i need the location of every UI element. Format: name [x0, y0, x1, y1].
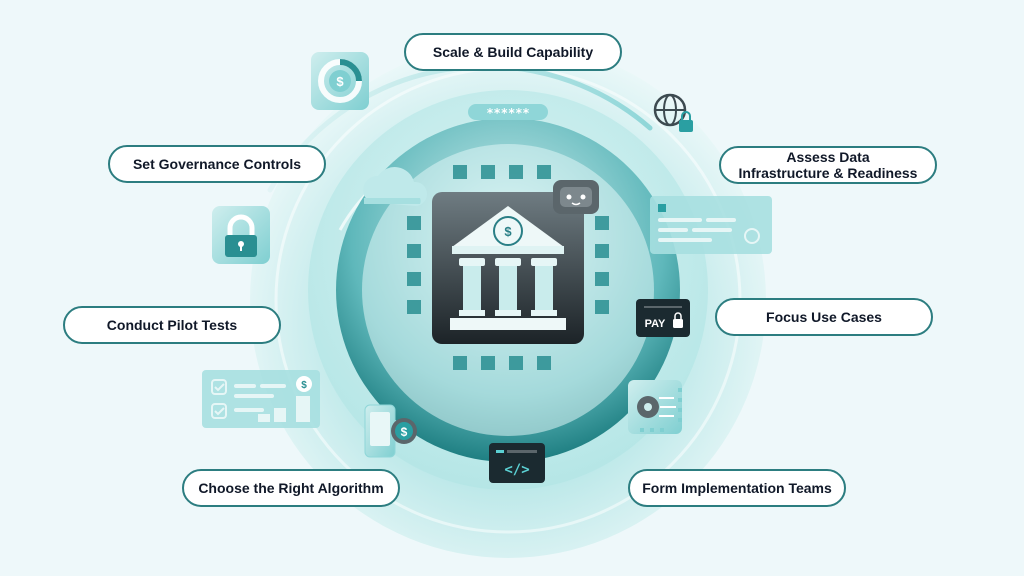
- id-card-icon: [650, 196, 772, 254]
- svg-text:$: $: [336, 74, 344, 89]
- bank-icon: $: [432, 192, 584, 344]
- step-assess-data-infrastructure: Assess Data Infrastructure & Readiness: [719, 146, 937, 184]
- gear-circuit-icon: [628, 380, 682, 434]
- svg-text:</>: </>: [504, 462, 529, 478]
- step-form-implementation-teams: Form Implementation Teams: [628, 469, 846, 507]
- svg-text:$: $: [301, 380, 307, 391]
- dollar-coin-icon: $: [311, 52, 369, 110]
- dashboard-chart-icon: $: [202, 370, 320, 428]
- chip-icon: [407, 165, 609, 370]
- password-field-icon: ******: [468, 104, 548, 120]
- step-focus-use-cases: Focus Use Cases: [715, 298, 933, 336]
- step-set-governance-controls: Set Governance Controls: [108, 145, 326, 183]
- svg-text:******: ******: [486, 106, 529, 120]
- step-choose-right-algorithm: Choose the Right Algorithm: [182, 469, 400, 507]
- phone-dollar-icon: $: [364, 404, 417, 458]
- step-scale-build-capability: Scale & Build Capability: [404, 33, 622, 71]
- robot-icon: [553, 180, 599, 214]
- globe-lock-icon: [653, 93, 693, 132]
- svg-text:$: $: [504, 224, 512, 239]
- pay-card-icon: PAY: [636, 299, 690, 337]
- cloud-icon: [363, 167, 428, 206]
- padlock-icon: [212, 206, 270, 264]
- code-window-icon: </>: [489, 443, 545, 483]
- step-conduct-pilot-tests: Conduct Pilot Tests: [63, 306, 281, 344]
- svg-text:$: $: [401, 425, 408, 439]
- svg-text:PAY: PAY: [645, 318, 666, 330]
